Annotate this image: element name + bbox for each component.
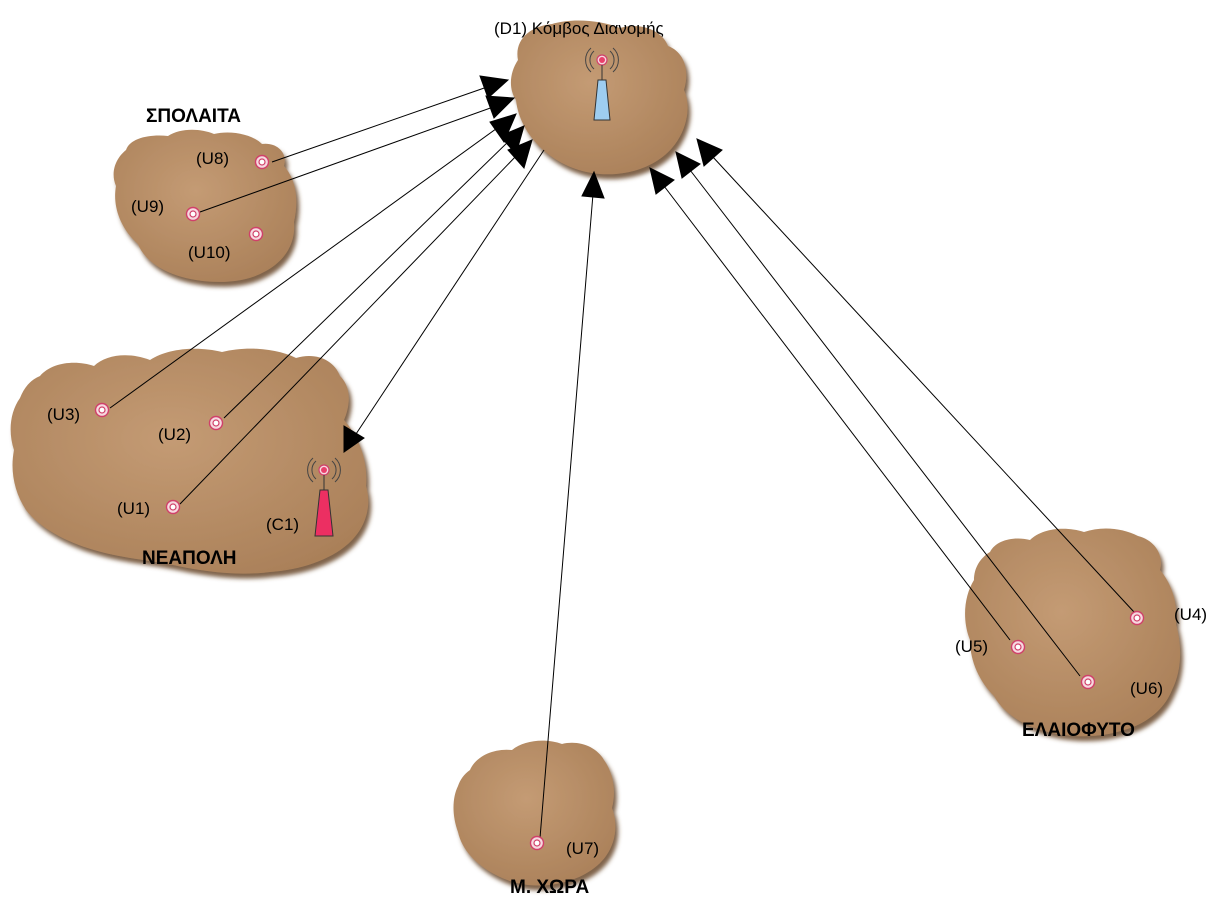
link-u3-d1 bbox=[109, 125, 501, 409]
user-label-u4: (U4) bbox=[1174, 605, 1207, 624]
links bbox=[109, 75, 1135, 839]
region-spolaita-land bbox=[113, 129, 297, 282]
user-label-u8: (U8) bbox=[196, 149, 229, 168]
arrowhead-u4-d1 bbox=[696, 138, 723, 167]
link-d1-c1 bbox=[355, 149, 545, 435]
region-m-chora-land bbox=[453, 740, 616, 886]
user-node-u6-icon[interactable] bbox=[1080, 674, 1096, 690]
user-node-u1-icon[interactable] bbox=[165, 499, 181, 515]
arrowhead-u1-d1 bbox=[507, 139, 533, 170]
user-label-u10: (U10) bbox=[188, 243, 231, 262]
user-node-u10-icon[interactable] bbox=[248, 226, 264, 242]
user-label-u2: (U2) bbox=[158, 425, 191, 444]
link-u1-d1 bbox=[179, 153, 519, 505]
c1-tower-icon[interactable] bbox=[307, 457, 341, 537]
user-node-u3-icon[interactable] bbox=[94, 402, 110, 418]
region-label-neapoli: ΝΕΑΠΟΛΗ bbox=[142, 548, 237, 569]
user-node-u5-icon[interactable] bbox=[1010, 639, 1026, 655]
user-label-u3: (U3) bbox=[47, 405, 80, 424]
link-u9-d1 bbox=[199, 105, 497, 213]
user-label-u5: (U5) bbox=[955, 637, 988, 656]
user-label-u1: (U1) bbox=[117, 499, 150, 518]
link-u2-d1 bbox=[223, 139, 511, 419]
region-label-spolaita: ΣΠΟΛΑΙΤΑ bbox=[146, 106, 241, 127]
c1-label: (C1) bbox=[266, 515, 299, 534]
region-label-m-chora: Μ. ΧΩΡΑ bbox=[510, 877, 590, 898]
arrowhead-u9-d1 bbox=[485, 95, 516, 119]
arrowhead-d1-c1 bbox=[343, 425, 365, 453]
link-u4-d1 bbox=[711, 155, 1135, 613]
arrowhead-u3-d1 bbox=[489, 113, 517, 144]
link-u6-d1 bbox=[689, 169, 1081, 677]
user-node-u7-icon[interactable] bbox=[529, 835, 545, 851]
user-label-u6: (U6) bbox=[1130, 679, 1163, 698]
user-node-u9-icon[interactable] bbox=[185, 206, 201, 222]
user-label-u9: (U9) bbox=[131, 197, 164, 216]
d1-tower-icon[interactable] bbox=[585, 47, 619, 121]
arrowhead-u7-d1 bbox=[581, 170, 605, 199]
user-node-u2-icon[interactable] bbox=[208, 415, 224, 431]
arrowhead-u6-d1 bbox=[675, 151, 701, 179]
user-node-u4-icon[interactable] bbox=[1129, 610, 1145, 626]
region-neapoli-land bbox=[10, 348, 369, 574]
user-label-u7: (U7) bbox=[566, 839, 599, 858]
region-elaiofyto-land bbox=[965, 528, 1181, 737]
link-u8-d1 bbox=[271, 85, 491, 163]
user-node-u8-icon[interactable] bbox=[254, 154, 270, 170]
region-label-elaiofyto: ΕΛΑΙΟΦΥΤΟ bbox=[1022, 720, 1135, 741]
arrowhead-u8-d1 bbox=[479, 75, 510, 99]
link-u7-d1 bbox=[539, 193, 594, 839]
arrowhead-u5-d1 bbox=[649, 167, 675, 195]
link-u5-d1 bbox=[663, 185, 1011, 641]
d1-label: (D1) Κόμβος Διανομής bbox=[494, 19, 664, 38]
